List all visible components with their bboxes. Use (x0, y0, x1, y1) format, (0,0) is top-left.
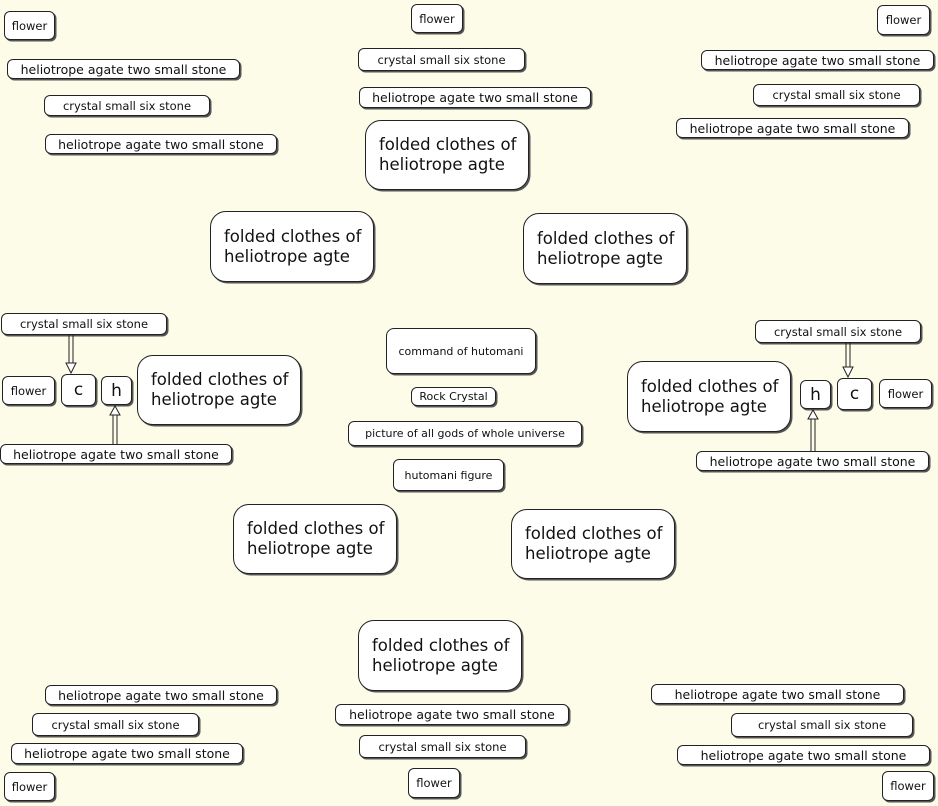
rock-crystal-node: Rock Crystal (411, 387, 496, 406)
heliotrope-node: heliotrope agate two small stone (7, 59, 240, 79)
heliotrope-node: heliotrope agate two small stone (676, 118, 909, 138)
arrow-heliotrope-to-h (807, 409, 819, 451)
crystal-node: crystal small six stone (1, 313, 167, 335)
flower-node: flower (879, 379, 932, 408)
flower-node: flower (877, 5, 930, 35)
heliotrope-node: heliotrope agate two small stone (45, 685, 277, 705)
arrow-crystal-to-c (65, 335, 77, 375)
folded-clothes-node: folded clothes of heliotrope agte (210, 211, 374, 282)
folded-clothes-node: folded clothes of heliotrope agte (627, 361, 791, 432)
heliotrope-node: heliotrope agate two small stone (335, 704, 569, 725)
crystal-node: crystal small six stone (358, 48, 525, 71)
crystal-node: crystal small six stone (731, 713, 913, 737)
flower-node: flower (4, 772, 55, 801)
command-of-hutomani-node: command of hutomani (386, 328, 536, 374)
flower-node: flower (408, 768, 460, 798)
heliotrope-node: heliotrope agate two small stone (45, 134, 277, 154)
heliotrope-node: heliotrope agate two small stone (0, 444, 232, 464)
hutomani-figure-node: hutomani figure (393, 459, 504, 491)
folded-clothes-node: folded clothes of heliotrope agte (511, 509, 675, 579)
letter-h-node: h (101, 376, 132, 405)
picture-of-gods-node: picture of all gods of whole universe (348, 421, 582, 446)
flower-node: flower (2, 376, 55, 405)
heliotrope-node: heliotrope agate two small stone (701, 50, 934, 70)
crystal-node: crystal small six stone (359, 735, 526, 758)
letter-c-node: c (837, 378, 872, 410)
heliotrope-node: heliotrope agate two small stone (359, 87, 591, 108)
arrow-heliotrope-to-h (109, 405, 121, 444)
crystal-node: crystal small six stone (44, 95, 210, 116)
crystal-node: crystal small six stone (753, 84, 920, 106)
flower-node: flower (4, 11, 55, 40)
heliotrope-node: heliotrope agate two small stone (696, 451, 929, 471)
flower-node: flower (411, 4, 463, 33)
folded-clothes-node: folded clothes of heliotrope agte (137, 355, 301, 425)
heliotrope-node: heliotrope agate two small stone (11, 743, 243, 764)
crystal-node: crystal small six stone (32, 713, 199, 736)
folded-clothes-node: folded clothes of heliotrope agte (523, 213, 687, 284)
letter-c-node: c (61, 374, 96, 406)
folded-clothes-node: folded clothes of heliotrope agte (358, 620, 522, 691)
folded-clothes-node: folded clothes of heliotrope agte (233, 504, 397, 574)
heliotrope-node: heliotrope agate two small stone (677, 745, 930, 765)
flower-node: flower (882, 771, 934, 801)
crystal-node: crystal small six stone (755, 320, 921, 343)
letter-h-node: h (800, 380, 831, 409)
arrow-crystal-to-c (842, 343, 854, 379)
folded-clothes-node: folded clothes of heliotrope agte (365, 120, 529, 190)
heliotrope-node: heliotrope agate two small stone (651, 684, 904, 704)
